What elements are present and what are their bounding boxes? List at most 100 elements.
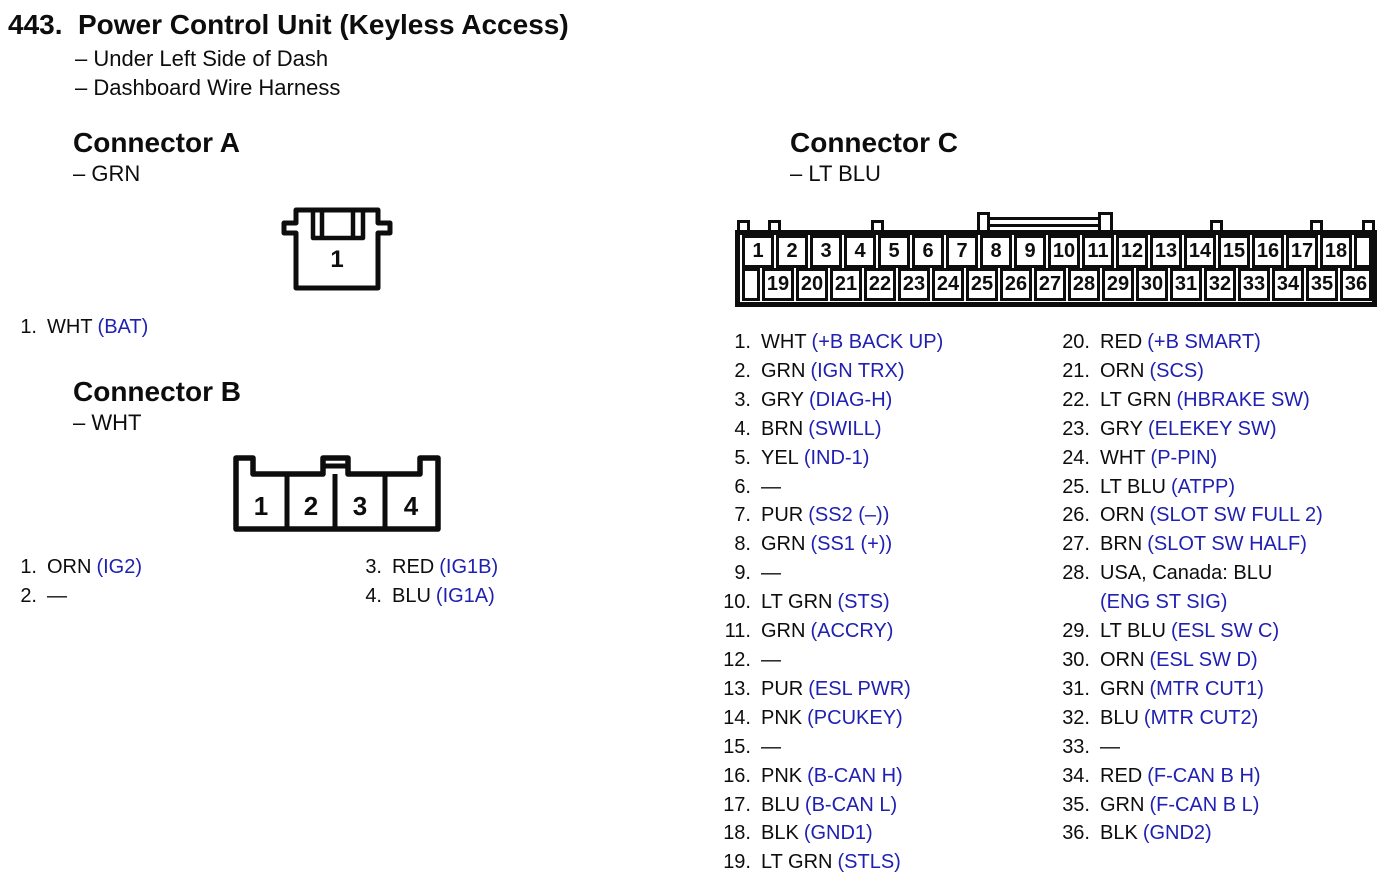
pin-number: 33. — [1062, 735, 1090, 758]
pin-signal: (ELEKEY SW) — [1147, 417, 1277, 440]
connector-c-cavity-9: 9 — [1014, 235, 1046, 268]
pin-row: 24.WHT(P-PIN) — [1055, 444, 1323, 473]
connector-c-cavity-15: 15 — [1218, 235, 1250, 268]
pin-wire-color: BLU — [1100, 706, 1139, 729]
pin-number: 10. — [723, 591, 751, 614]
connector-a-diagram: 1 — [281, 207, 393, 291]
pin-wire-color: — — [47, 584, 67, 607]
pin-wire-color: WHT — [1100, 446, 1146, 469]
pin-signal: (SWILL) — [808, 417, 882, 440]
connector-c-cavity-24: 24 — [932, 268, 964, 301]
pin-signal: (SLOT SW FULL 2) — [1149, 504, 1323, 527]
pin-number: 21. — [1062, 359, 1090, 382]
pin-signal: (GND2) — [1142, 822, 1212, 845]
pin-number: 28. — [1062, 562, 1090, 585]
connector-c-handle-post — [977, 212, 990, 230]
pin-row: 16.PNK(B-CAN H) — [716, 762, 943, 791]
pin-number: 30. — [1062, 648, 1090, 671]
pin-wire-color: — — [761, 475, 781, 498]
pin-signal: (STS) — [837, 591, 890, 614]
connector-b-housing-color: – WHT — [73, 410, 142, 435]
pin-number: 15. — [723, 735, 751, 758]
pin-signal: (ATPP) — [1170, 475, 1236, 498]
connector-c-pin-list-left: 1.WHT(+B BACK UP)2.GRN(IGN TRX)3.GRY(DIA… — [716, 328, 943, 877]
connector-a-latch-detail — [310, 209, 366, 241]
pin-signal: (MTR CUT2) — [1143, 706, 1259, 729]
pin-signal: (F-CAN B L) — [1149, 793, 1260, 816]
connector-c-top-tab — [737, 220, 750, 233]
pin-wire-color: GRN — [1100, 793, 1145, 816]
connector-c-cavity-12: 12 — [1116, 235, 1148, 268]
connector-b-cavity-3: 3 — [353, 491, 367, 521]
pin-signal: (ESL SW C) — [1170, 620, 1280, 643]
pin-number: 1. — [20, 556, 37, 578]
pin-number: 3. — [365, 556, 382, 578]
pin-row: 15. — — [716, 733, 943, 762]
pin-number: 4. — [734, 417, 751, 440]
connector-c-title: Connector C — [790, 127, 958, 158]
connector-b-cavity-4: 4 — [404, 491, 419, 521]
pin-wire-color: — — [761, 735, 781, 758]
pin-number: 32. — [1062, 706, 1090, 729]
pin-row: 5.YEL(IND-1) — [716, 444, 943, 473]
pin-number: 18. — [723, 822, 751, 845]
connector-c-cavity-36: 36 — [1340, 268, 1372, 301]
pin-row: 4.BLU(IG1A) — [347, 582, 498, 611]
pin-number: 1. — [20, 316, 37, 338]
pin-row: 36.BLK(GND2) — [1055, 819, 1323, 848]
pin-row: 9.— — [716, 559, 943, 588]
connector-c-housing-color: – LT BLU — [790, 161, 881, 186]
pin-number: 13. — [723, 677, 751, 700]
connector-b-diagram: 1 2 3 4 — [233, 455, 441, 532]
pin-number: 20. — [1062, 331, 1090, 353]
connector-b-dividers — [284, 463, 388, 527]
pin-signal: (IGN TRX) — [810, 359, 905, 382]
connector-b-pin-list-right: 3.RED(IG1B)4.BLU(IG1A) — [347, 553, 498, 610]
connector-b-cavity-2: 2 — [304, 491, 318, 521]
pin-wire-color: LT BLU — [1100, 475, 1166, 498]
pin-signal: (B-CAN L) — [804, 793, 898, 816]
pin-row: 13.PUR(ESL PWR) — [716, 675, 943, 704]
connector-c-cavity-23: 23 — [898, 268, 930, 301]
pin-row: 18.BLK(GND1) — [716, 819, 943, 848]
pin-row: 11.GRN(ACCRY) — [716, 617, 943, 646]
pin-wire-color: WHT — [47, 316, 93, 338]
pin-signal: (ESL SW D) — [1149, 648, 1258, 671]
connector-c-cavity-30: 30 — [1136, 268, 1168, 301]
pin-row: 2.GRN(IGN TRX) — [716, 357, 943, 386]
pin-row: 7.PUR(SS2 (–)) — [716, 501, 943, 530]
pin-wire-color: PNK — [761, 706, 803, 729]
pin-signal: (ACCRY) — [810, 620, 894, 643]
connector-c-cavity-22: 22 — [864, 268, 896, 301]
pin-row: 34.RED(F-CAN B H) — [1055, 762, 1323, 791]
pin-wire-color: RED — [1100, 764, 1143, 787]
pin-row: 33.— — [1055, 733, 1323, 762]
connector-c-cavity-18: 18 — [1320, 235, 1352, 268]
pin-wire-color: BRN — [761, 417, 804, 440]
pin-row: 28.USA, Canada: BLU(ENG ST SIG) — [1055, 559, 1323, 617]
pin-wire-color: GRY — [761, 388, 804, 411]
pin-number: 29. — [1062, 620, 1090, 643]
connector-c-cavity-10: 10 — [1048, 235, 1080, 268]
pin-number: 6. — [734, 475, 751, 498]
connector-c-cavity-32: 32 — [1204, 268, 1236, 301]
pin-wire-color: ORN — [1100, 648, 1145, 671]
pin-row: 1.WHT(BAT) — [2, 313, 148, 342]
pin-signal: (F-CAN B H) — [1147, 764, 1261, 787]
pin-wire-color: LT GRN — [1100, 388, 1172, 411]
pin-signal: (GND1) — [803, 822, 873, 845]
connector-c-cavity-8: 8 — [980, 235, 1012, 268]
pin-wire-color: RED — [392, 556, 435, 578]
pin-number: 23. — [1062, 417, 1090, 440]
pin-row: 30. ORN(ESL SW D) — [1055, 646, 1323, 675]
pin-row: 25.LT BLU(ATPP) — [1055, 473, 1323, 502]
pin-wire-color: YEL — [761, 446, 799, 469]
pin-wire-color: RED — [1100, 331, 1143, 353]
connector-c-cavity-4: 4 — [844, 235, 876, 268]
connector-c-cavity-33: 33 — [1238, 268, 1270, 301]
connector-c-top-tab — [1310, 220, 1323, 233]
pin-number: 24. — [1062, 446, 1090, 469]
pin-wire-color: GRN — [761, 533, 806, 556]
